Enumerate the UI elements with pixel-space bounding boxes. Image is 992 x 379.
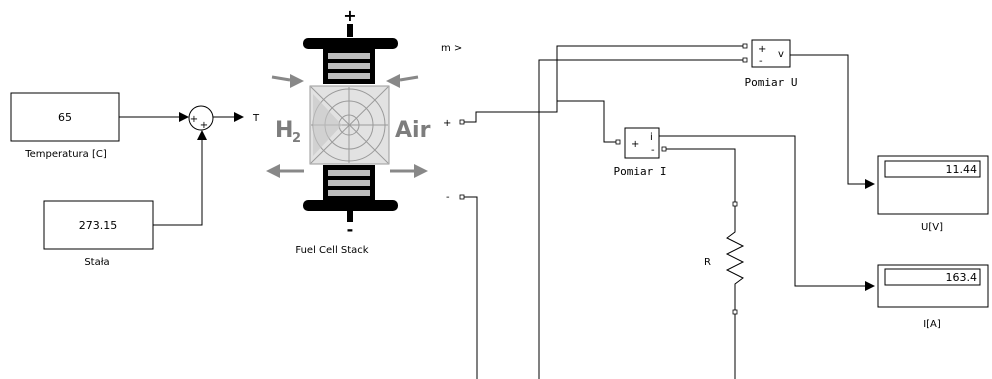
voltage-out-label: v <box>778 49 784 60</box>
air-label: Air <box>395 118 431 143</box>
temperature-label: Temperatura [C] <box>24 149 107 160</box>
port-m-label: m > <box>441 43 462 54</box>
current-plus-sign: + <box>631 139 639 150</box>
voltage-display-label: U[V] <box>921 222 943 233</box>
current-measurement-block[interactable]: + i - <box>615 127 667 159</box>
current-minus-sign: - <box>651 145 655 156</box>
wiring <box>464 45 875 379</box>
port-plus-label: + <box>443 118 451 129</box>
port-plus-connector[interactable] <box>459 119 465 125</box>
voltage-display-value: 11.44 <box>946 163 978 176</box>
sum-sign-1: + <box>190 114 198 125</box>
h2-label: H <box>275 118 293 143</box>
port-minus-connector[interactable] <box>459 194 465 200</box>
temperature-constant-block[interactable]: 65 <box>10 92 120 142</box>
constant-label: Stała <box>84 257 109 268</box>
sum-block[interactable]: + + <box>188 105 214 131</box>
sum-output-label: T <box>252 113 260 124</box>
current-display-value: 163.4 <box>946 271 978 284</box>
fuel-cell-label: Fuel Cell Stack <box>295 245 368 256</box>
current-meter-label: Pomiar I <box>614 165 667 178</box>
h2-subscript: 2 <box>292 131 301 146</box>
voltage-plus-sign: + <box>758 44 766 55</box>
fuel-cell-stack-block[interactable]: + - H 2 Air <box>266 6 431 239</box>
current-display-label: I[A] <box>923 319 941 330</box>
constant-value: 273.15 <box>79 219 118 232</box>
resistor-block[interactable] <box>725 201 745 315</box>
stack-minus-terminal: - <box>347 220 354 239</box>
voltage-display-block[interactable]: 11.44 <box>877 155 989 215</box>
constant-block[interactable]: 273.15 <box>43 200 154 250</box>
resistor-label: R <box>704 257 711 268</box>
wire-const-to-sum <box>153 130 207 226</box>
stack-plus-terminal: + <box>343 6 356 25</box>
port-minus-label: - <box>446 192 450 203</box>
current-out-label: i <box>650 132 653 143</box>
voltage-minus-sign: - <box>759 56 763 67</box>
current-display-block[interactable]: 163.4 <box>877 264 989 308</box>
sum-sign-2: + <box>200 120 208 131</box>
voltage-measurement-block[interactable]: + - v <box>742 39 791 68</box>
voltage-meter-label: Pomiar U <box>745 76 798 89</box>
temperature-value: 65 <box>58 111 72 124</box>
